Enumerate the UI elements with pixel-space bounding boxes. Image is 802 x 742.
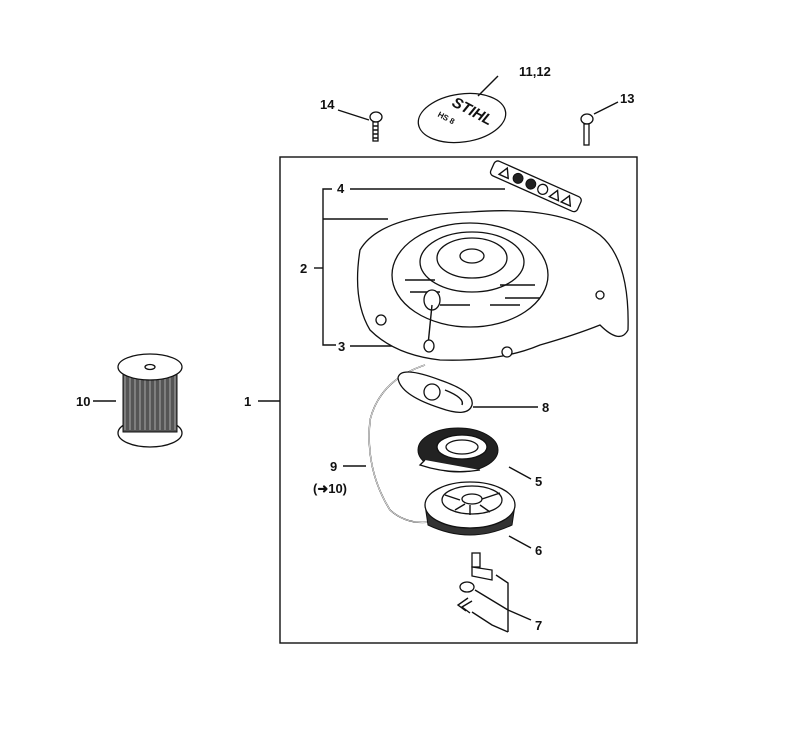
callout-5: 5: [535, 474, 542, 489]
rope-spool: [117, 353, 183, 448]
callout-11-12: 11,12: [519, 64, 551, 79]
callout-3: 3: [338, 339, 345, 354]
rewind-spring: [417, 427, 499, 473]
starter-grip: [397, 371, 473, 413]
assembly-frame: [279, 156, 638, 644]
rope-rotor: [424, 481, 516, 536]
screw-13: [580, 113, 594, 146]
stihl-badge: STIHL HS 8: [417, 92, 507, 144]
warning-decal: [489, 160, 582, 213]
callout-9: 9: [330, 459, 337, 474]
callout-6: 6: [535, 543, 542, 558]
screw-14: [369, 111, 383, 142]
callout-4: 4: [337, 181, 345, 196]
fan-housing: [356, 210, 629, 361]
callout-10: 10: [76, 394, 90, 409]
callout-8: 8: [542, 400, 549, 415]
callout-7: 7: [535, 618, 542, 633]
pawl-set: [456, 552, 493, 614]
callout-13: 13: [620, 91, 634, 106]
callout-9-reference: (➜10): [313, 481, 347, 496]
callout-14: 14: [320, 97, 335, 112]
callout-2: 2: [300, 261, 307, 276]
callout-1: 1: [244, 394, 251, 409]
